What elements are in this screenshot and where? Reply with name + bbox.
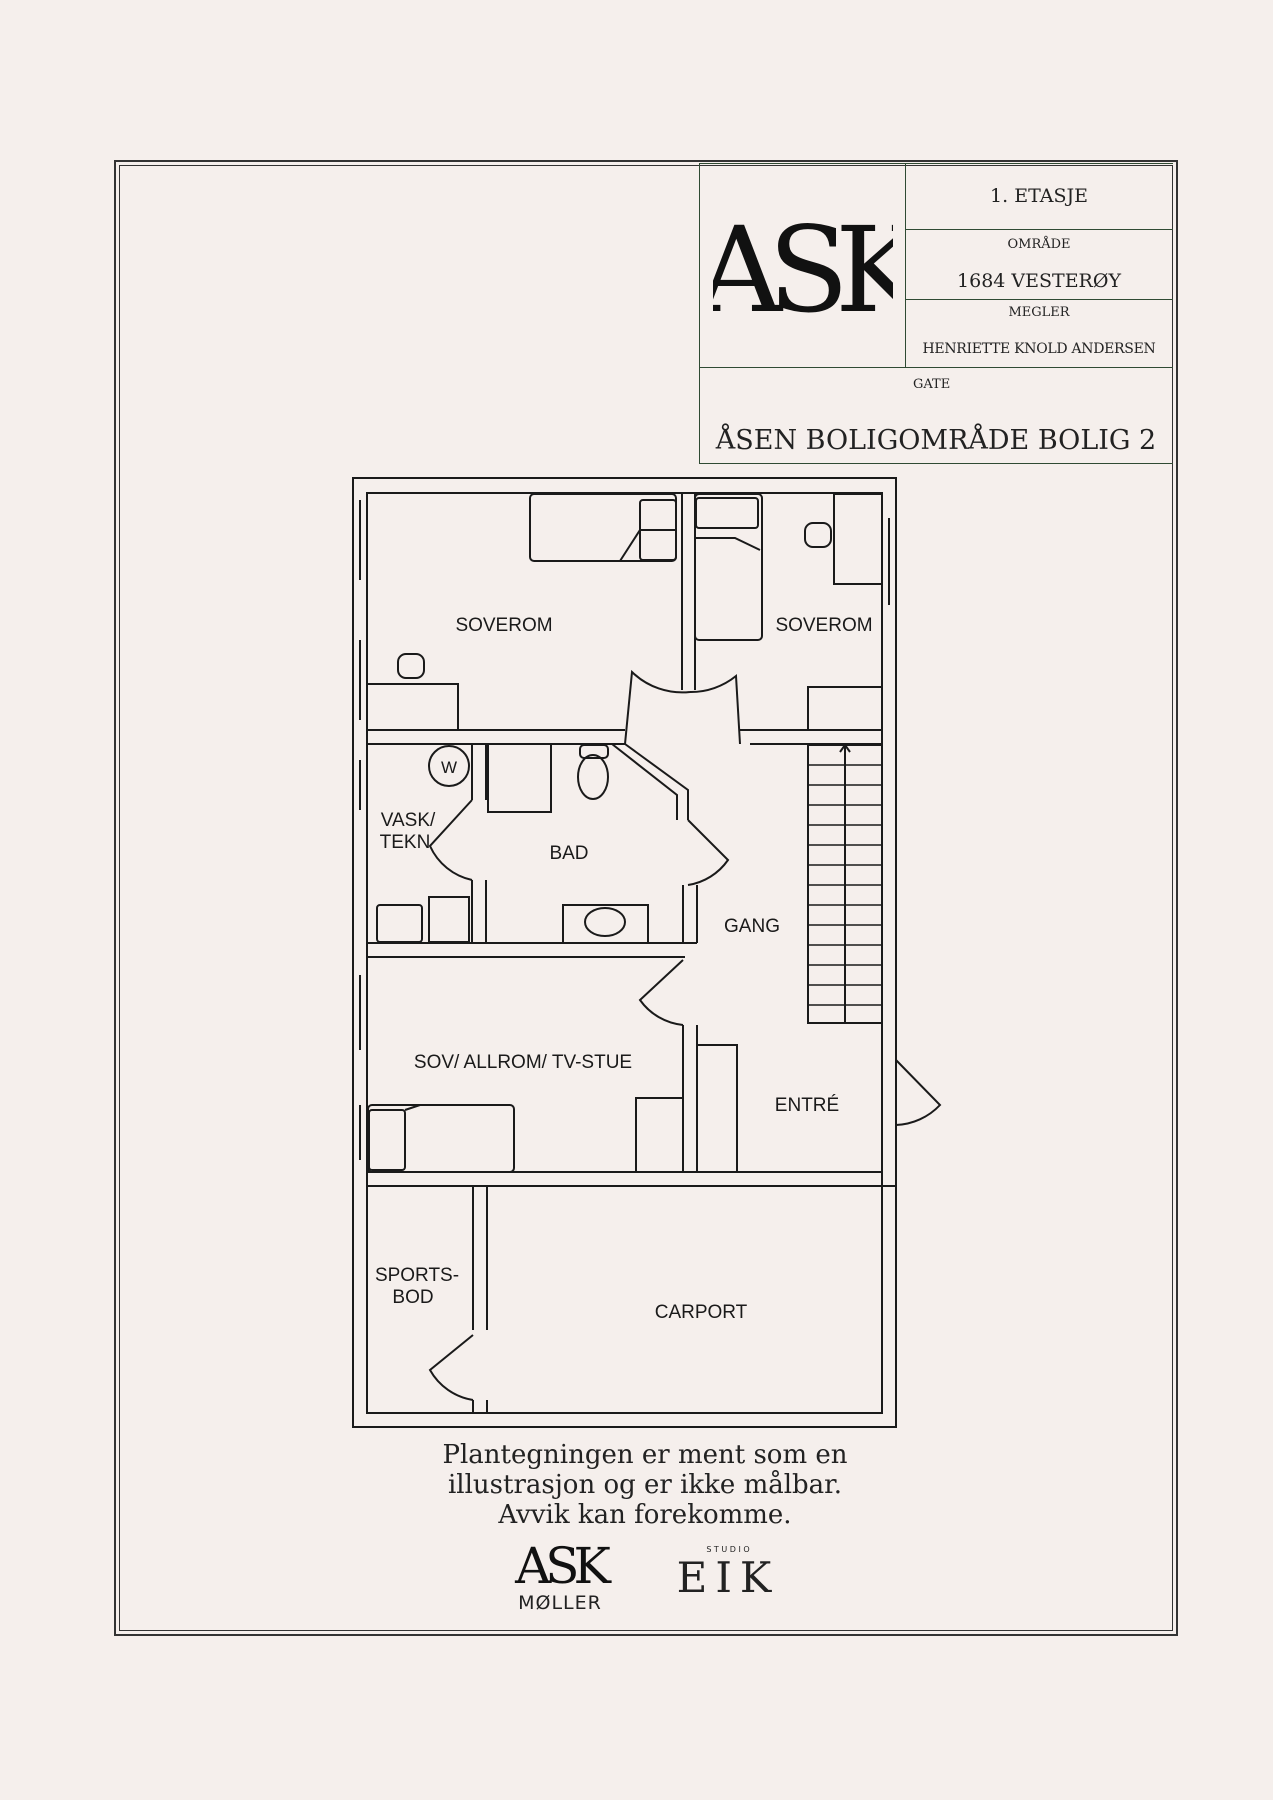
- studio-eik-logo: S T U D I O EIK: [668, 1545, 788, 1615]
- area-value: 1684 VESTERØY: [957, 270, 1121, 292]
- eik-text: EIK: [676, 1553, 780, 1602]
- street-label: GATE: [913, 377, 951, 392]
- room-label-family: SOV/ ALLROM/ TV-STUE: [414, 1052, 632, 1073]
- ask-moller-logo-mark: ASK: [515, 1537, 611, 1595]
- outer-wall: [352, 477, 897, 1428]
- moller-text: MØLLER: [518, 1592, 602, 1614]
- room-label-bath: BAD: [549, 843, 588, 864]
- street-value: ÅSEN BOLIGOMRÅDE BOLIG 2: [715, 425, 1157, 456]
- room-label-carport: CARPORT: [655, 1302, 748, 1323]
- broker-label: MEGLER: [1008, 305, 1070, 320]
- inner-frame: [119, 165, 1173, 1631]
- room-label-bedroom2: SOVEROM: [775, 615, 872, 636]
- ask-logo-text: ASK: [713, 213, 893, 323]
- ask-moller-logo: ASK MØLLER: [510, 1537, 611, 1620]
- disclaimer-line3: Avvik kan forekomme.: [498, 1500, 792, 1530]
- broker-value: HENRIETTE KNOLD ANDERSEN: [922, 341, 1156, 357]
- studio-text: S T U D I O: [706, 1545, 750, 1554]
- area-label: OMRÅDE: [1007, 237, 1071, 252]
- disclaimer-line1: Plantegningen er ment som en: [442, 1440, 848, 1470]
- outer-frame: [114, 160, 1178, 1636]
- room-label-hall: GANG: [724, 916, 780, 937]
- room-labels: SOVEROM SOVEROM VASK/ TEKN BAD GANG SOV/…: [375, 615, 873, 1323]
- room-label-sports-1: SPORTS-: [375, 1265, 459, 1286]
- disclaimer-line2: illustrasjon og er ikke målbar.: [447, 1470, 843, 1500]
- washer-symbol: W: [441, 758, 457, 777]
- room-label-entrance: ENTRÉ: [775, 1095, 839, 1116]
- ask-logo: ASK: [713, 213, 893, 323]
- room-label-bedroom1: SOVEROM: [455, 615, 552, 636]
- room-label-laundry-2: TEKN: [380, 832, 431, 853]
- disclaimer: Plantegningen er ment som en illustrasjo…: [380, 1440, 910, 1530]
- room-label-sports-2: BOD: [392, 1287, 433, 1308]
- floor-label: 1. ETASJE: [990, 185, 1088, 207]
- room-label-laundry-1: VASK/: [381, 810, 436, 831]
- title-block: ASK 1. ETASJE OMRÅDE 1684 VESTERØY MEGLE…: [699, 163, 1173, 464]
